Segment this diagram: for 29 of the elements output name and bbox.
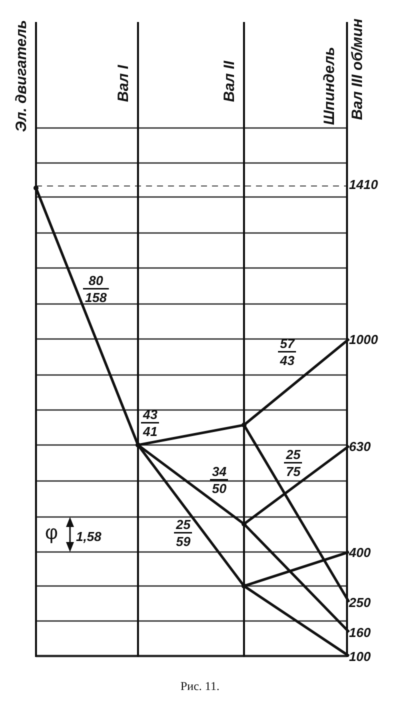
speed-ray-line — [243, 584, 350, 658]
junction-point — [242, 422, 246, 428]
junction-point — [136, 442, 140, 448]
ratio-symbol: φ — [45, 523, 58, 543]
speed-ray-line — [243, 523, 350, 633]
junction-point — [242, 584, 246, 588]
speed-value: 400 — [349, 546, 371, 559]
speed-ray-line — [136, 444, 246, 587]
column-heading: Вал III об/мин — [350, 18, 365, 120]
speed-ray-line — [34, 188, 140, 446]
speed-value: 250 — [349, 596, 371, 609]
speed-value: 1410 — [349, 178, 378, 191]
junction-point — [34, 186, 38, 190]
column-heading: Вал II — [222, 60, 237, 102]
speed-value: 160 — [349, 626, 371, 639]
figure-caption: Рис. 11. — [180, 680, 220, 692]
speed-value: 630 — [349, 440, 371, 453]
speed-ray-line — [244, 550, 350, 588]
column-heading: Эл. двигатель — [14, 20, 29, 132]
speed-value: 1000 — [349, 333, 378, 346]
speed-ray-line — [243, 338, 350, 426]
ratio-value: 1,58 — [76, 530, 102, 543]
speed-ray-line — [242, 424, 350, 603]
junction-point — [242, 522, 246, 526]
speed-ray-line — [138, 424, 244, 446]
speed-value: 100 — [349, 650, 371, 663]
speed-ray-line — [243, 444, 350, 526]
column-heading: Вал I — [116, 64, 131, 102]
column-heading: Шпиндель — [322, 46, 337, 125]
